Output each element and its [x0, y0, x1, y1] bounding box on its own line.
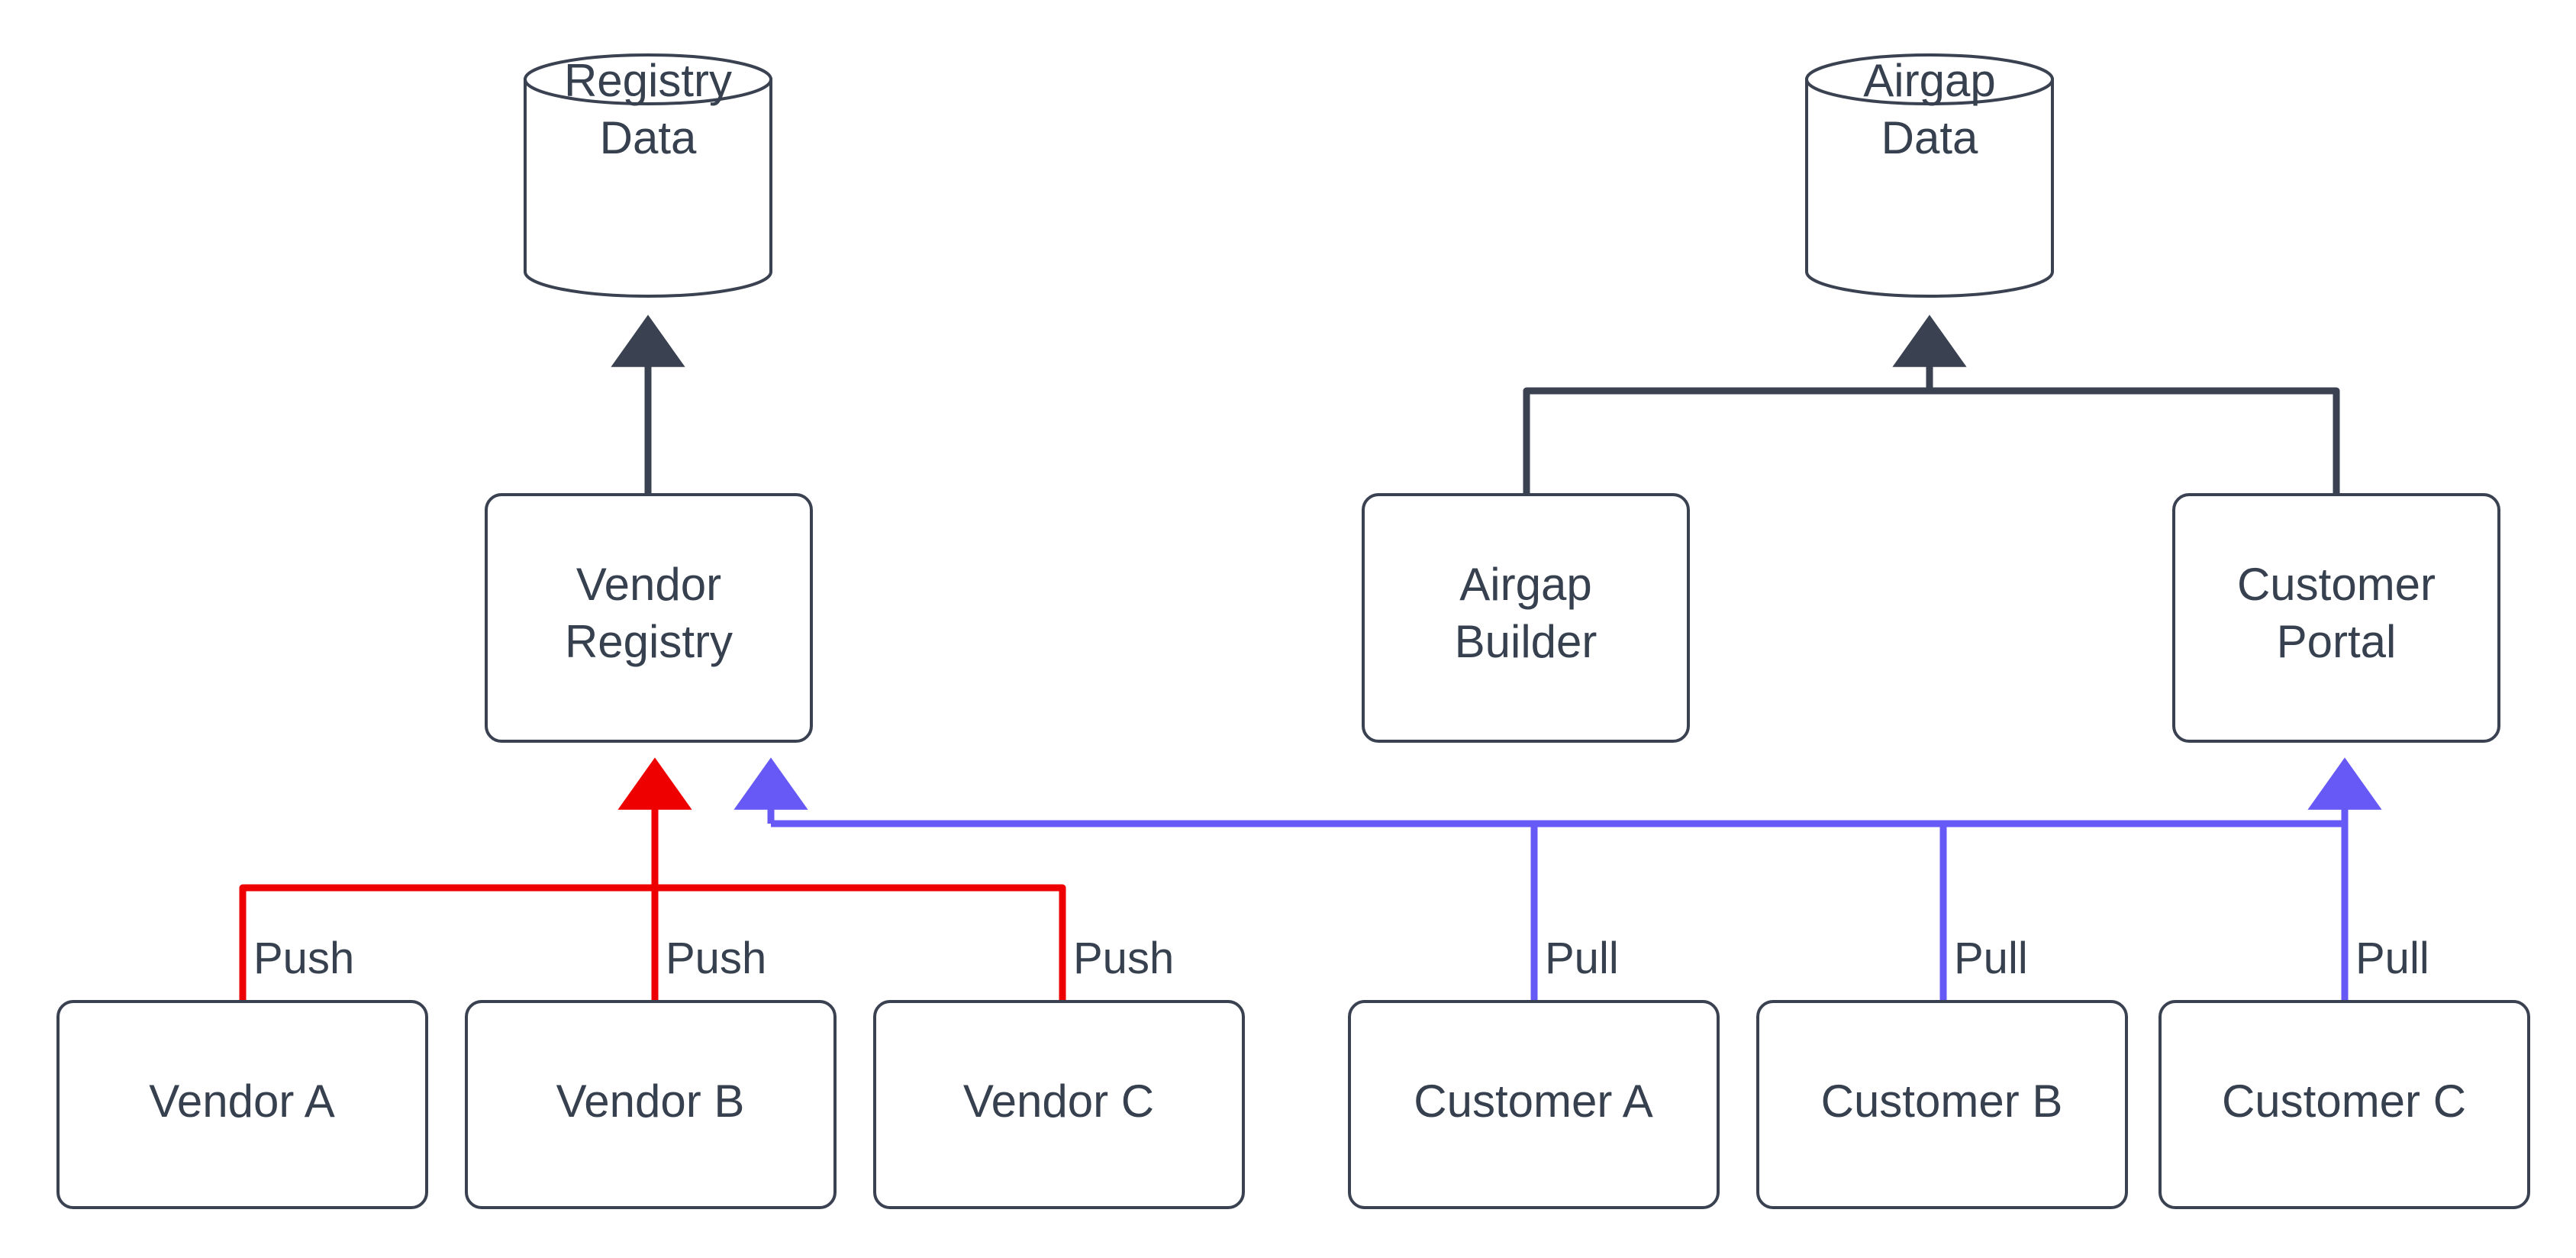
actor-customer-a[interactable]: Customer A	[1348, 1000, 1720, 1209]
service-vendor-registry[interactable]: Vendor Registry	[485, 493, 813, 743]
edge-push-vendor-a	[239, 884, 655, 1002]
datastore-registry-data-label-line2: Data	[600, 112, 697, 163]
actor-vendor-c[interactable]: Vendor C	[873, 1000, 1245, 1209]
actor-vendor-b[interactable]: Vendor B	[465, 1000, 837, 1209]
service-vendor-registry-label-line1: Vendor	[576, 559, 721, 610]
datastore-airgap-data-label-line2: Data	[1881, 112, 1978, 163]
actor-vendor-b-label: Vendor B	[556, 1076, 745, 1127]
actor-vendor-a[interactable]: Vendor A	[56, 1000, 428, 1209]
actor-customer-c[interactable]: Customer C	[2158, 1000, 2530, 1209]
actor-vendor-c-label: Vendor C	[963, 1076, 1154, 1127]
edge-airgap-builder-to-airgap-data	[1523, 387, 1930, 495]
service-customer-portal-label-line2: Portal	[2277, 616, 2397, 667]
service-airgap-builder[interactable]: Airgap Builder	[1362, 493, 1690, 743]
actor-customer-c-label: Customer C	[2222, 1076, 2466, 1127]
edge-label-push-vendor-c: Push	[1073, 934, 1174, 983]
datastore-registry-data-label-line1: Registry	[564, 55, 732, 106]
service-vendor-registry-label-line2: Registry	[565, 616, 733, 667]
service-customer-portal[interactable]: Customer Portal	[2172, 493, 2500, 743]
actor-vendor-a-label: Vendor A	[149, 1076, 335, 1127]
edge-label-pull-customer-a: Pull	[1545, 934, 1619, 983]
actor-customer-b[interactable]: Customer B	[1756, 1000, 2128, 1209]
actor-customer-a-label: Customer A	[1414, 1076, 1652, 1127]
datastore-registry-data[interactable]: Registry Data	[524, 53, 772, 298]
service-airgap-builder-label-line1: Airgap	[1459, 559, 1591, 610]
actor-customer-b-label: Customer B	[1821, 1076, 2063, 1127]
edge-label-pull-customer-c: Pull	[2355, 934, 2429, 983]
edge-label-push-vendor-b: Push	[666, 934, 766, 983]
datastore-airgap-data[interactable]: Airgap Data	[1805, 53, 2054, 298]
edge-customer-portal-to-airgap-data	[1930, 387, 2340, 495]
edge-label-push-vendor-a: Push	[253, 934, 354, 983]
edge-push-vendor-c	[655, 884, 1066, 1002]
service-customer-portal-label-line1: Customer	[2237, 559, 2436, 610]
datastore-airgap-data-label-line1: Airgap	[1863, 55, 1995, 106]
edge-label-pull-customer-b: Pull	[1954, 934, 2028, 983]
service-airgap-builder-label-line2: Builder	[1455, 616, 1598, 667]
edge-pull-customer-b	[771, 820, 1947, 1002]
